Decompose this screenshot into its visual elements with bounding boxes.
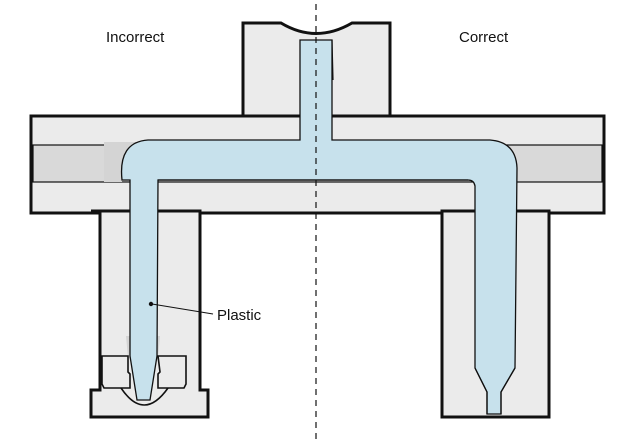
correct-label: Correct (459, 29, 509, 46)
plastic-leader-dot (148, 301, 154, 307)
left-nozzle-cap (101, 355, 131, 389)
plastic-melt (120, 39, 518, 415)
incorrect-label: Incorrect (106, 29, 165, 46)
left-nozzle-cap-right (157, 355, 187, 389)
sprue-channel-wall (331, 39, 334, 81)
left-nozzle-ring (120, 387, 169, 406)
right-nozzle-tip (474, 367, 516, 414)
plastic-label: Plastic (217, 307, 262, 324)
plastic-leader-line (151, 303, 214, 315)
